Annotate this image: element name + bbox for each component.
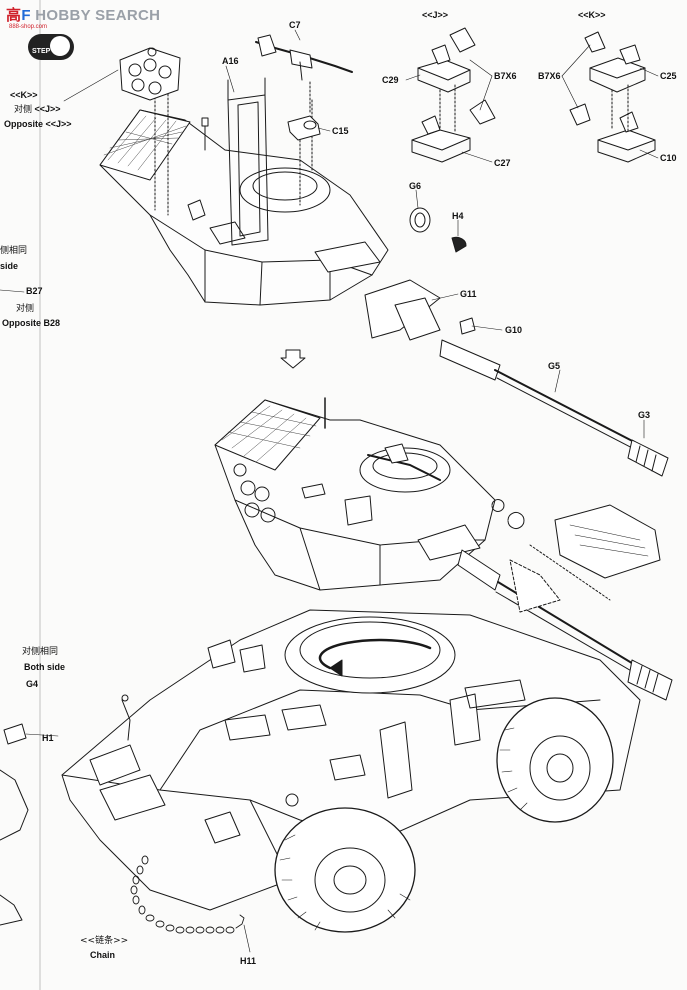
part-c10-label: C10 xyxy=(660,153,677,163)
part-c7-label: C7 xyxy=(289,20,301,30)
j-subassembly-tag: <<J>> xyxy=(422,10,449,20)
leader-lines xyxy=(0,29,659,953)
part-h11-label: H11 xyxy=(240,956,257,966)
part-a16-label: A16 xyxy=(222,56,239,66)
side-label: side xyxy=(0,261,19,271)
both-side-cn: 对侧相同 xyxy=(22,647,59,657)
part-c25-label: C25 xyxy=(660,71,677,81)
opposite-cn-b28: 对侧 xyxy=(16,304,35,314)
mount-c15 xyxy=(287,115,321,141)
part-g4-label: G4 xyxy=(26,679,39,689)
k-subassembly-tag: <<K>> xyxy=(578,10,606,20)
step-number xyxy=(50,36,70,56)
part-c15-label: C15 xyxy=(332,126,349,136)
smoke-discharger-k xyxy=(119,47,181,101)
part-g5-label: G5 xyxy=(548,361,561,371)
chain xyxy=(130,855,245,934)
down-arrow xyxy=(280,349,306,369)
opposite-cn-label: 对侧 xyxy=(14,105,33,115)
watermark: 高F HOBBY SEARCH xyxy=(6,4,160,25)
watermark-prefix: F xyxy=(21,7,31,24)
k-tag: <<K>> xyxy=(10,90,38,100)
step-badge: STEP xyxy=(28,34,74,60)
watermark-logo-glyphs: 高 xyxy=(6,7,22,24)
both-side-label: Both side xyxy=(24,662,66,672)
part-b7x6-k-label: B7X6 xyxy=(538,71,561,81)
part-g3-label: G3 xyxy=(638,410,651,420)
watermark-subtitle: 888-shop.com xyxy=(9,24,48,30)
part-h4-label: H4 xyxy=(452,211,464,221)
watermark-brand: HOBBY xyxy=(35,7,91,24)
part-b27-label: B27 xyxy=(26,286,43,296)
subassembly-j xyxy=(411,27,496,163)
chain-cn-label: <<链条>> xyxy=(80,936,129,946)
exploded-side-parts xyxy=(491,499,661,613)
machine-gun-c7 xyxy=(255,34,353,113)
part-b7x6-j-label: B7X6 xyxy=(494,71,517,81)
part-c27-label: C27 xyxy=(494,158,511,168)
part-g11-label: G11 xyxy=(460,289,477,299)
vehicle-hull xyxy=(0,609,641,934)
j-tag: <<J>> xyxy=(34,104,61,114)
chain-label: Chain xyxy=(90,950,116,960)
part-g10-label: G10 xyxy=(505,325,523,335)
part-g6-label: G6 xyxy=(409,181,422,191)
gun-barrel-upper xyxy=(364,207,669,477)
part-c29-label: C29 xyxy=(382,75,399,85)
subassembly-k xyxy=(569,31,656,163)
same-side-cn: 侧相同 xyxy=(0,246,28,256)
watermark-suffix: SEARCH xyxy=(95,7,161,24)
opposite-j-tag: <<J>> xyxy=(45,119,72,129)
step-label: STEP xyxy=(32,48,51,55)
upper-turret xyxy=(99,77,389,306)
opposite-label: Opposite xyxy=(4,119,44,129)
part-h1-label: H1 xyxy=(42,733,54,743)
opposite-b28-label: Opposite B28 xyxy=(2,318,61,328)
